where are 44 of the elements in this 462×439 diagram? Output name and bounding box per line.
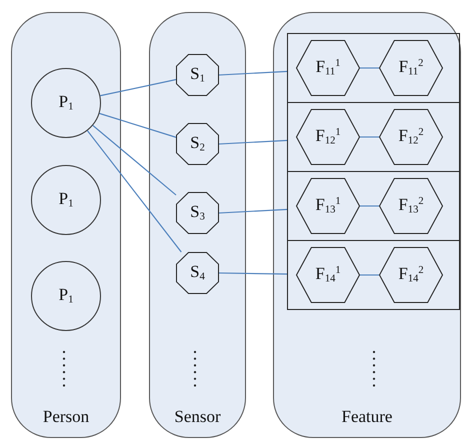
feature-row-box bbox=[287, 171, 460, 241]
node-label: P$_{1}$ bbox=[58, 286, 74, 306]
node-label: P$_{1}$ bbox=[58, 92, 74, 114]
node-label: S$_{1}$ bbox=[190, 64, 205, 86]
node-label: S$_{4}$ bbox=[190, 262, 205, 284]
connector-line bbox=[100, 79, 176, 96]
group-panel bbox=[273, 12, 461, 438]
connector-line bbox=[219, 272, 287, 275]
node-label: P$_{1}$ bbox=[58, 190, 74, 210]
connector-line bbox=[99, 112, 176, 138]
node-label: S$_{3}$ bbox=[190, 202, 205, 224]
feature-hexagon bbox=[379, 109, 443, 165]
panel-title: Person bbox=[42, 408, 90, 425]
sensor-octagon bbox=[176, 123, 219, 165]
feature-hexagon bbox=[379, 40, 443, 96]
connector-line bbox=[86, 130, 182, 252]
sensor-octagon bbox=[176, 192, 219, 234]
feature-row-box bbox=[287, 33, 460, 103]
connector-line bbox=[218, 140, 288, 145]
connector-line bbox=[92, 125, 176, 196]
connector-line bbox=[360, 205, 379, 207]
feature-hexagon bbox=[296, 109, 360, 165]
feature-hexagon bbox=[296, 247, 360, 303]
group-panel bbox=[11, 12, 121, 438]
feature-row-box bbox=[287, 102, 460, 172]
node-label: S$_{2}$ bbox=[190, 134, 205, 154]
group-panel bbox=[149, 12, 246, 438]
feature-hexagon bbox=[296, 40, 360, 96]
person-circle bbox=[31, 165, 101, 235]
sensor-octagon bbox=[176, 54, 219, 96]
person-circle bbox=[31, 261, 101, 331]
feature-hexagon bbox=[379, 247, 443, 303]
feature-hexagon bbox=[379, 178, 443, 234]
connector-line bbox=[360, 67, 379, 69]
panel-title: Feature bbox=[340, 408, 394, 425]
person-circle bbox=[31, 68, 101, 138]
connector-line bbox=[360, 136, 379, 138]
connector-line bbox=[218, 70, 288, 76]
feature-hexagon bbox=[296, 178, 360, 234]
connector-line bbox=[360, 274, 379, 276]
feature-row-box bbox=[287, 240, 460, 310]
sensor-octagon bbox=[176, 252, 219, 294]
panel-title: Sensor bbox=[173, 408, 222, 425]
connector-line bbox=[218, 208, 288, 214]
